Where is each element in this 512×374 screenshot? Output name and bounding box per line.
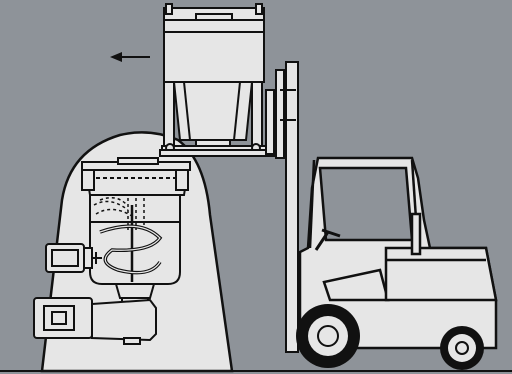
forklift-rear-wheel: [440, 326, 484, 370]
main-gear-motor: [34, 298, 156, 344]
ibc-container: [162, 4, 266, 156]
arrow-left-icon: [110, 52, 150, 62]
forklift-front-wheel: [296, 304, 360, 368]
forklift-mast: [276, 62, 298, 352]
mixer-body: [90, 195, 180, 284]
mixer-inlet-hood: [82, 158, 190, 195]
